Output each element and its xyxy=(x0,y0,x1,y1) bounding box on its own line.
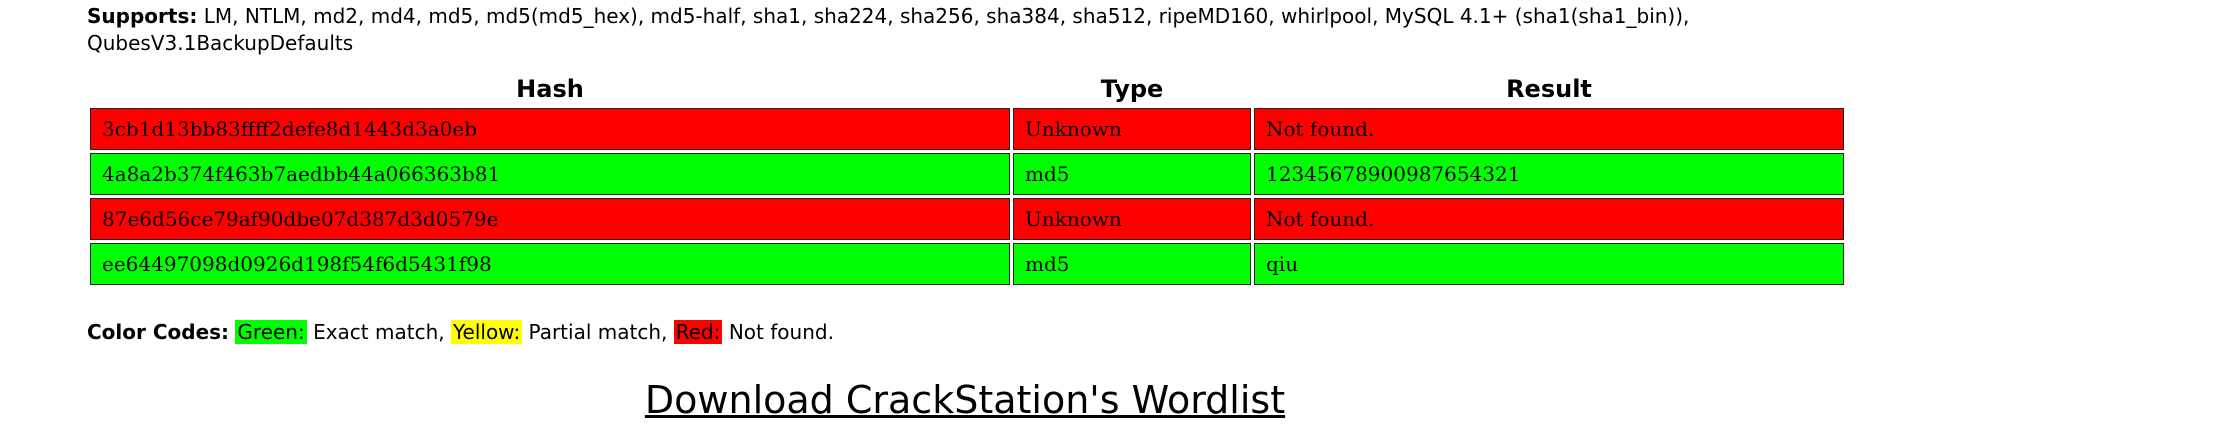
green-description: Exact match, xyxy=(306,320,451,344)
color-codes-legend: Color Codes: Green: Exact match, Yellow:… xyxy=(87,318,834,346)
color-codes-label: Color Codes: xyxy=(87,320,230,344)
red-description: Not found. xyxy=(722,320,834,344)
download-wordlist-link[interactable]: Download CrackStation's Wordlist xyxy=(644,378,1286,422)
type-cell: md5 xyxy=(1013,243,1251,285)
result-cell: qiu xyxy=(1254,243,1844,285)
hash-cell: 3cb1d13bb83ffff2defe8d1443d3a0eb xyxy=(90,108,1010,150)
green-swatch: Green: xyxy=(235,320,307,344)
supports-list: LM, NTLM, md2, md4, md5, md5(md5_hex), m… xyxy=(87,4,1690,55)
red-swatch: Red: xyxy=(673,320,723,344)
hash-column-header: Hash xyxy=(516,75,584,103)
supports-label: Supports: xyxy=(87,4,198,28)
type-cell: md5 xyxy=(1013,153,1251,195)
supported-hashes-note: Supports: LM, NTLM, md2, md4, md5, md5(m… xyxy=(87,3,1887,57)
yellow-description: Partial match, xyxy=(522,320,674,344)
type-cell: Unknown xyxy=(1013,198,1251,240)
hash-cell: 4a8a2b374f463b7aedbb44a066363b81 xyxy=(90,153,1010,195)
result-cell: 12345678900987654321 xyxy=(1254,153,1844,195)
results-table: Hash Type Result 3cb1d13bb83ffff2defe8d1… xyxy=(87,70,1847,288)
hash-cell: ee64497098d0926d198f54f6d5431f98 xyxy=(90,243,1010,285)
hash-cell: 87e6d56ce79af90dbe07d387d3d0579e xyxy=(90,198,1010,240)
yellow-swatch: Yellow: xyxy=(450,320,523,344)
result-cell: Not found. xyxy=(1254,198,1844,240)
type-column-header: Type xyxy=(1100,75,1164,103)
result-column-header: Result xyxy=(1506,75,1592,103)
result-row: 4a8a2b374f463b7aedbb44a066363b81 md5 123… xyxy=(90,153,1844,195)
type-cell: Unknown xyxy=(1013,108,1251,150)
results-header-row: Hash Type Result xyxy=(90,73,1844,105)
result-row: ee64497098d0926d198f54f6d5431f98 md5 qiu xyxy=(90,243,1844,285)
result-row: 87e6d56ce79af90dbe07d387d3d0579e Unknown… xyxy=(90,198,1844,240)
result-row: 3cb1d13bb83ffff2defe8d1443d3a0eb Unknown… xyxy=(90,108,1844,150)
result-cell: Not found. xyxy=(1254,108,1844,150)
